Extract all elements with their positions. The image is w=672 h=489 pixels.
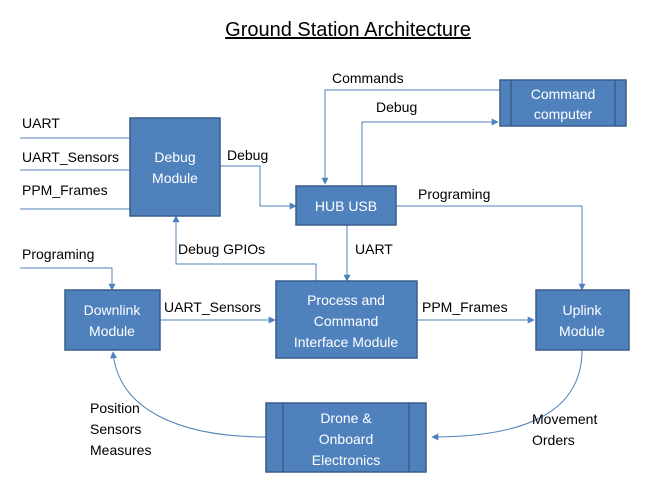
uplink-module-line-2: Module xyxy=(559,323,605,339)
label-programing-uplink: Programing xyxy=(418,186,490,202)
label-movement-orders-line-1: Movement xyxy=(532,411,597,427)
label-position-sensors-line-1: Position xyxy=(90,400,140,416)
programing-downlink-line xyxy=(20,267,116,291)
commands-line xyxy=(321,89,500,185)
label-commands: Commands xyxy=(332,70,404,86)
node-drone: Drone & Onboard Electronics xyxy=(265,402,427,473)
label-uart-input: UART xyxy=(22,115,60,131)
hub-usb-label: HUB USB xyxy=(315,198,377,214)
drone-line-2: Onboard xyxy=(319,431,373,447)
label-ppm-frames-input: PPM_Frames xyxy=(22,182,108,198)
process-module-line-3: Interface Module xyxy=(294,334,398,350)
node-process-module: Process and Command Interface Module xyxy=(275,280,418,359)
label-debug-from-hub: Debug xyxy=(376,99,417,115)
process-module-line-2: Command xyxy=(314,313,379,329)
downlink-module-line-2: Module xyxy=(89,323,135,339)
drone-line-3: Electronics xyxy=(312,452,380,468)
connectors xyxy=(20,89,586,441)
uplink-module-line-1: Uplink xyxy=(563,302,603,318)
label-uart-sensors-link: UART_Sensors xyxy=(164,299,261,315)
label-position-sensors-line-2: Sensors xyxy=(90,421,141,437)
node-debug-module: Debug Module xyxy=(129,117,221,217)
debug-to-computer-line xyxy=(361,118,499,186)
programing-uplink-line xyxy=(396,205,586,291)
label-ppm-frames-link: PPM_Frames xyxy=(422,299,508,315)
movement-orders-curve xyxy=(431,349,583,441)
debug-gpios-line xyxy=(172,215,317,281)
edge-labels: UART UART_Sensors PPM_Frames Debug Comma… xyxy=(22,70,597,458)
label-debug-to-hub: Debug xyxy=(227,147,268,163)
diagram-title: Ground Station Architecture xyxy=(225,19,471,41)
command-computer-line-2: computer xyxy=(534,106,593,122)
debug-module-line-2: Module xyxy=(152,170,198,186)
node-uplink-module: Uplink Module xyxy=(535,289,630,351)
label-movement-orders-line-2: Orders xyxy=(532,432,575,448)
label-programing-downlink: Programing xyxy=(22,246,94,262)
label-uart-hub-process: UART xyxy=(355,241,393,257)
position-sensors-curve xyxy=(110,351,267,438)
process-module-line-1: Process and xyxy=(307,292,385,308)
node-downlink-module: Downlink Module xyxy=(64,289,161,351)
node-command-computer: Command computer xyxy=(499,79,627,127)
command-computer-line-1: Command xyxy=(531,86,596,102)
drone-line-1: Drone & xyxy=(320,410,372,426)
downlink-module-line-1: Downlink xyxy=(84,302,142,318)
label-debug-gpios: Debug GPIOs xyxy=(178,241,265,257)
label-uart-sensors-input: UART_Sensors xyxy=(22,149,119,165)
node-hub-usb: HUB USB xyxy=(295,185,397,226)
debug-to-hub-line xyxy=(220,165,297,210)
debug-module-line-1: Debug xyxy=(154,149,195,165)
label-position-sensors-line-3: Measures xyxy=(90,442,151,458)
